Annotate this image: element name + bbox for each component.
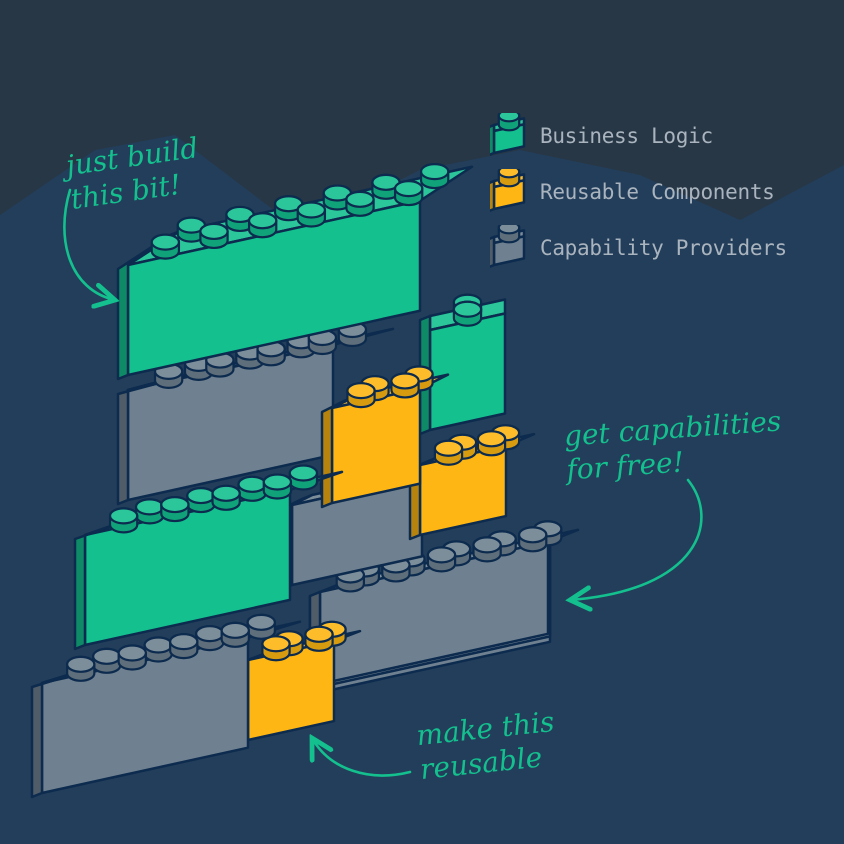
- brick-stud-top: [237, 475, 267, 493]
- brick-stud-top: [393, 180, 424, 198]
- brick-capability-bottom: [30, 613, 302, 799]
- brick-stud-top: [169, 633, 199, 651]
- brick-business-top: [116, 163, 474, 381]
- brick-front-face: [330, 387, 422, 505]
- brick-stud-top: [346, 382, 376, 400]
- arrow-build: [63, 188, 115, 300]
- brick-reusable-upper: [320, 365, 450, 509]
- brick-stud-top: [92, 647, 122, 665]
- brick-icon: [490, 225, 526, 268]
- brick-stud-top: [296, 201, 327, 219]
- brick-stud-top: [433, 439, 464, 457]
- brick-stud-top: [419, 163, 450, 181]
- brick-stud-top: [246, 613, 276, 631]
- bricks-layer: [30, 163, 580, 799]
- brick-stud-top: [476, 430, 507, 448]
- legend-item-reusable-components: Reusable Components: [490, 164, 787, 220]
- legend: Business Logic Reusable Components Capab…: [490, 108, 787, 276]
- brick-stud-top: [261, 635, 291, 653]
- brick-stud-top: [518, 526, 548, 544]
- brick-stud-top: [160, 496, 190, 514]
- legend-item-capability-providers: Capability Providers: [490, 220, 787, 276]
- legend-label: Business Logic: [540, 124, 713, 148]
- brick-side-face: [490, 235, 496, 268]
- arrow-free: [570, 478, 703, 600]
- brick-business-lower: [73, 464, 344, 651]
- brick-side-face: [490, 179, 496, 212]
- brick-stud-top: [452, 300, 483, 318]
- brick-stud-top: [247, 212, 278, 230]
- annotation-reuse-text: make this reusable: [414, 704, 556, 787]
- brick-stud-top: [497, 225, 521, 235]
- brick-front-face: [428, 312, 507, 432]
- brick-stud-top: [345, 190, 375, 208]
- brick-business-small: [418, 293, 507, 436]
- brick-stud-top: [426, 546, 457, 564]
- brick-stud-top: [186, 487, 216, 505]
- legend-brick: [490, 169, 526, 212]
- legend-brick: [490, 113, 526, 156]
- legend-brick: [490, 225, 526, 268]
- brick-stud-top: [108, 507, 139, 525]
- brick-stud-top: [143, 636, 173, 654]
- brick-side-face: [490, 123, 496, 156]
- brick-reusable-right: [408, 424, 536, 541]
- brick-stud-top: [497, 113, 521, 123]
- annotation-arrows: [63, 188, 703, 777]
- arrow-reuse: [312, 738, 412, 777]
- brick-stud-top: [288, 464, 319, 482]
- brick-stud-top: [117, 644, 147, 662]
- brick-stud-top: [497, 169, 521, 179]
- brick-stud-top: [199, 222, 229, 241]
- brick-stud-top: [472, 536, 502, 554]
- legend-label: Reusable Components: [540, 180, 775, 204]
- brick-stud-top: [195, 625, 225, 643]
- brick-stud-top: [211, 484, 241, 502]
- legend-label: Capability Providers: [540, 236, 787, 260]
- brick-stud-top: [304, 625, 334, 643]
- brick-stud-top: [150, 233, 181, 251]
- brick-stud-top: [134, 498, 165, 516]
- brick-icon: [490, 169, 526, 212]
- legend-item-business-logic: Business Logic: [490, 108, 787, 164]
- brick-stud-top: [390, 372, 420, 390]
- brick-stud-top: [220, 621, 250, 639]
- brick-stud-top: [66, 655, 96, 673]
- brick-icon: [490, 113, 526, 156]
- brick-reusable-lower: [236, 620, 362, 746]
- brick-stud-top: [262, 473, 293, 491]
